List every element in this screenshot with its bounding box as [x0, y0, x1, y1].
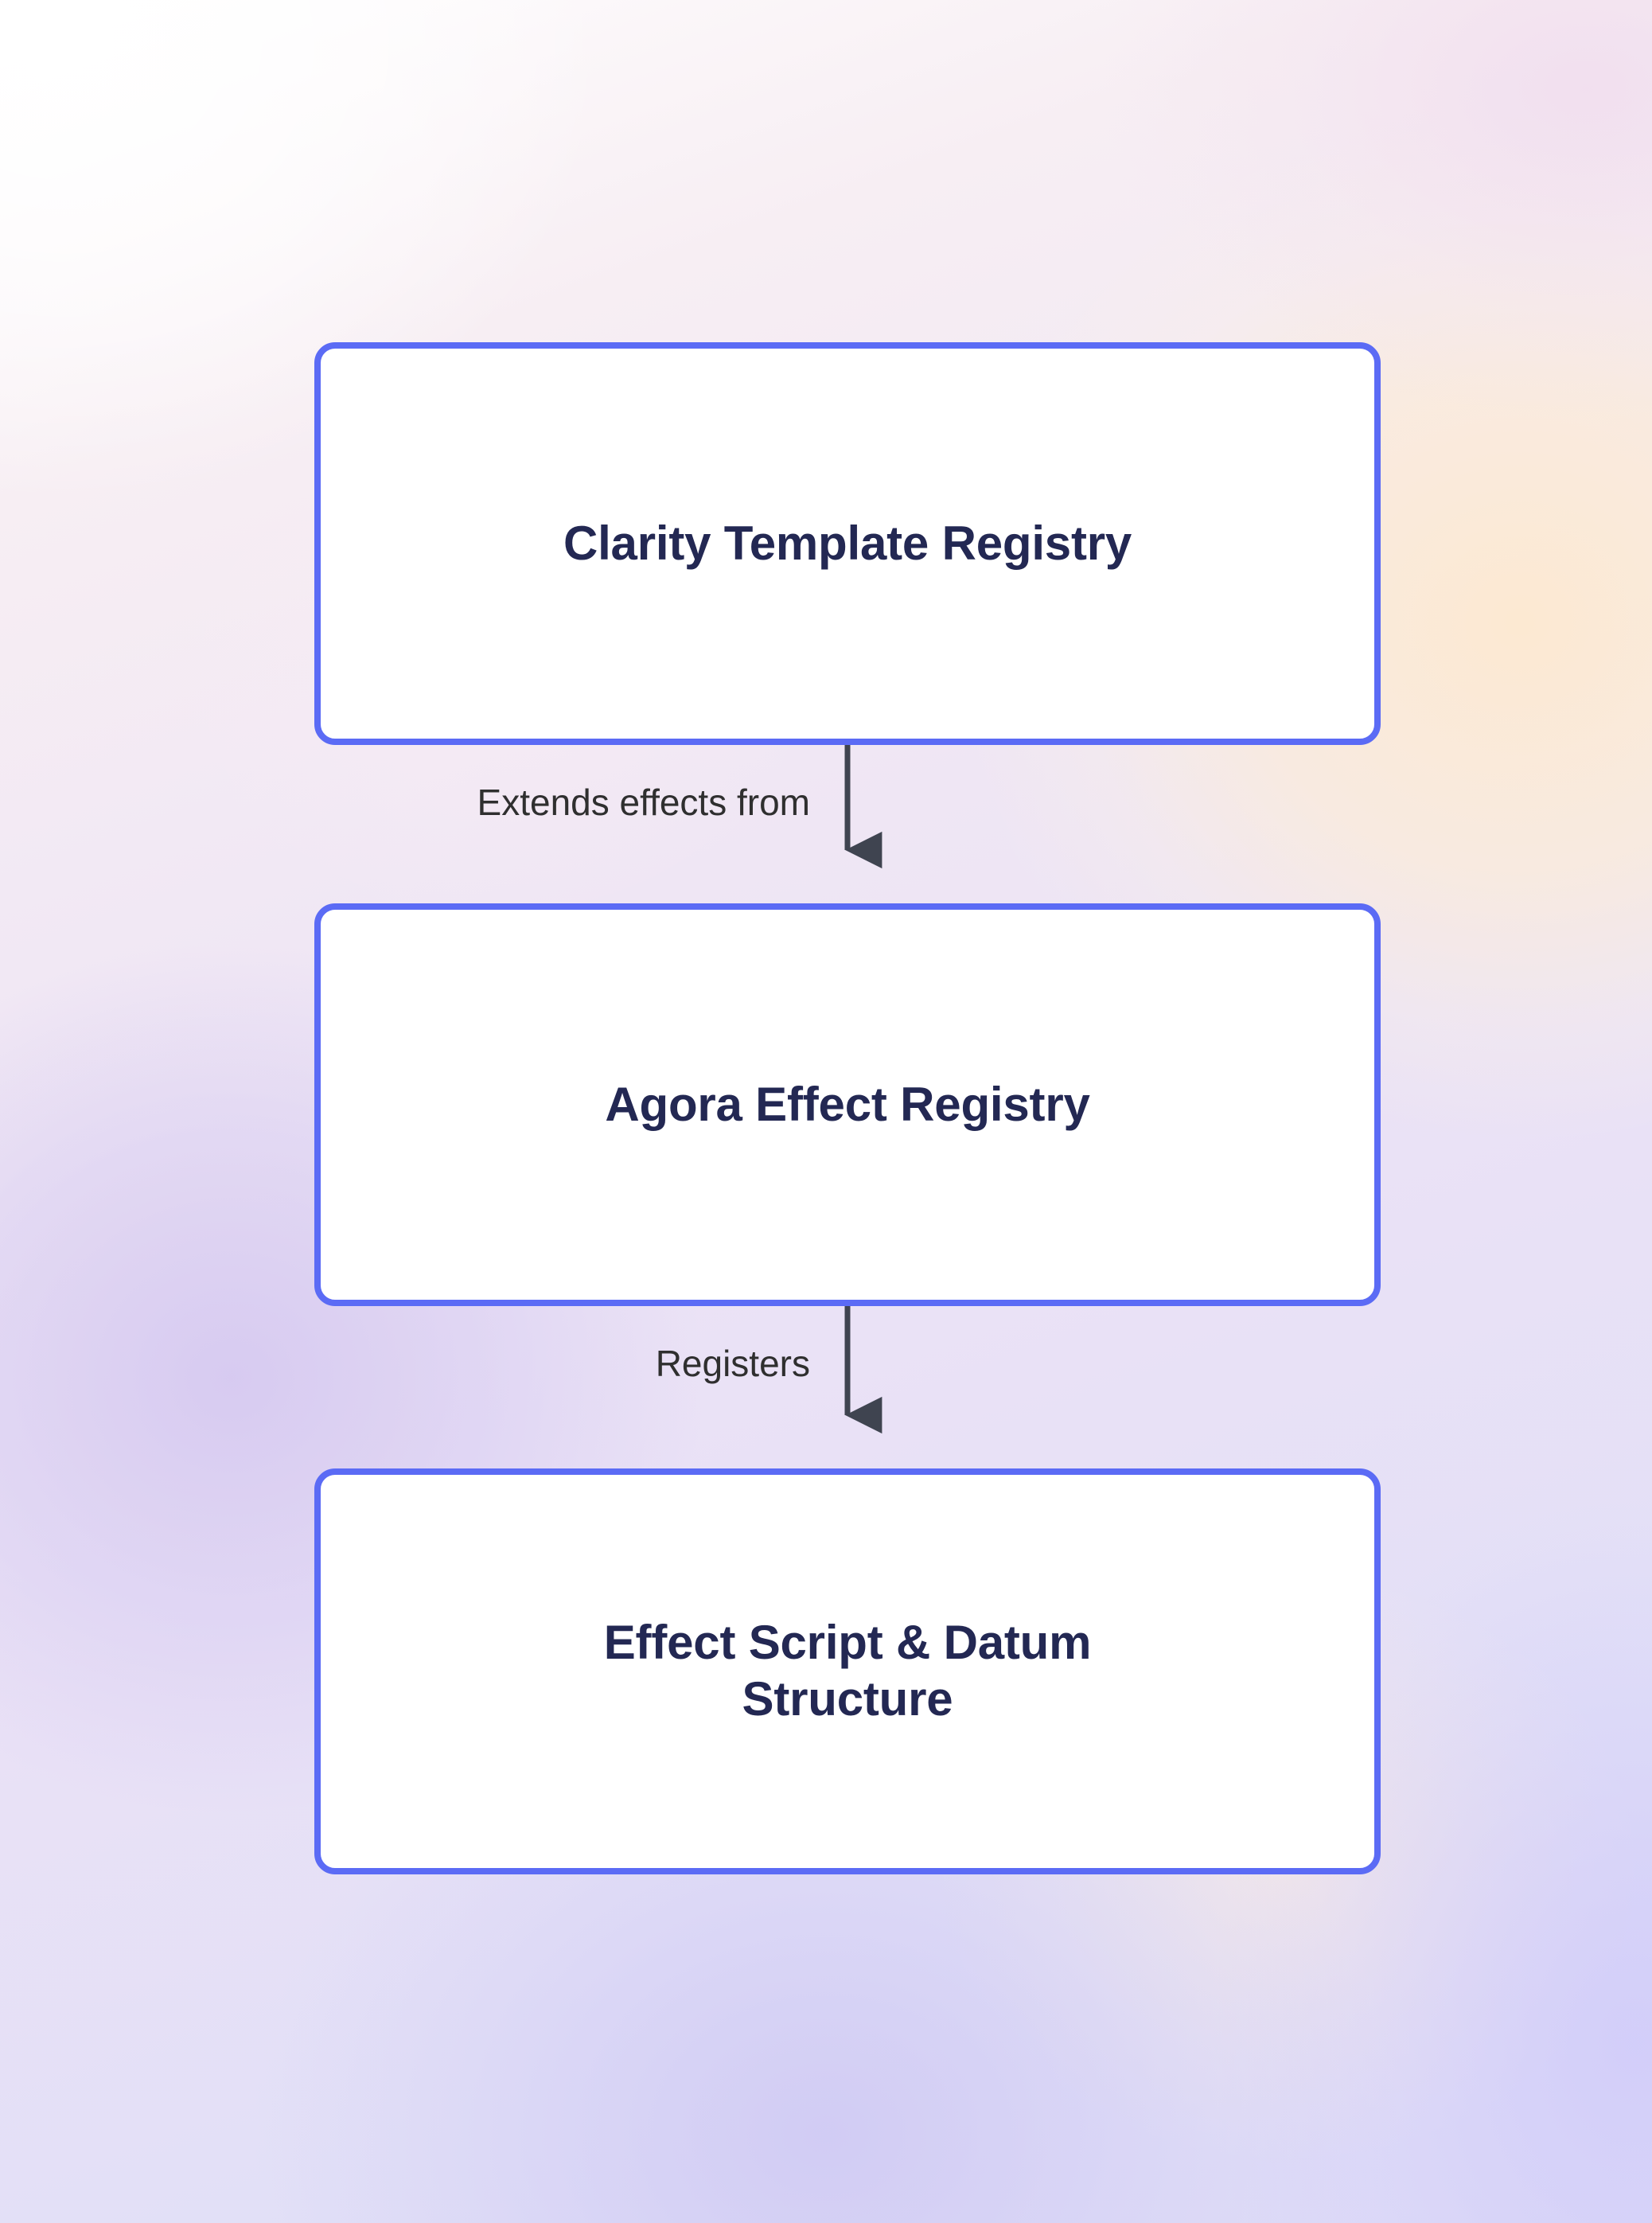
node-agora-effect-registry[interactable]: Agora Effect Registry: [314, 903, 1381, 1306]
node-label-clarity-template-registry: Clarity Template Registry: [563, 516, 1132, 570]
node-label-effect-script-datum-structure: Effect Script & Datum Structure: [603, 1616, 1092, 1726]
edge-label-registers: Registers: [655, 1343, 810, 1384]
node-effect-script-datum-structure[interactable]: Effect Script & Datum Structure: [314, 1468, 1381, 1874]
node-label-agora-effect-registry: Agora Effect Registry: [605, 1077, 1090, 1131]
node-clarity-template-registry[interactable]: Clarity Template Registry: [314, 342, 1381, 745]
edge-label-extends-effects-from: Extends effects from: [477, 782, 810, 823]
